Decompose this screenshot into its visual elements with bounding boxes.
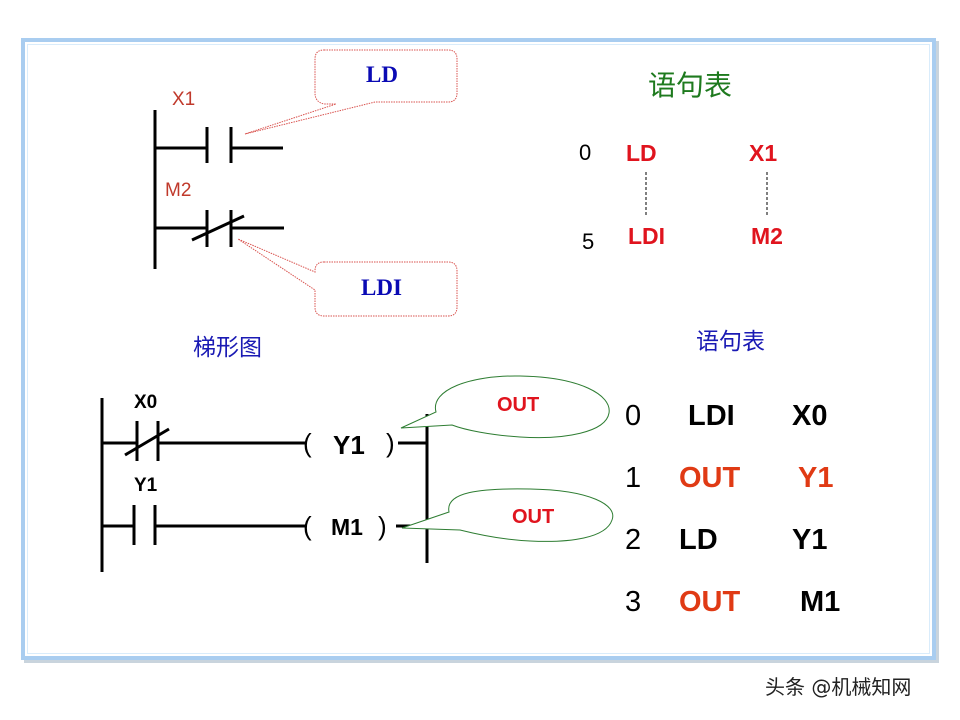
callout-ld-text: LD: [366, 62, 398, 87]
top-stl-instruction: LDI: [628, 223, 666, 249]
x0-contact-slash: [124, 427, 170, 457]
callout-ld: [244, 49, 458, 135]
top-stl-title: 语句表: [648, 69, 733, 102]
y1-coil-close-paren: ): [386, 428, 395, 458]
bottom-ladder: [100, 398, 429, 572]
ladder-diagram-title: 梯形图: [193, 335, 262, 361]
out-bubble-2: [401, 488, 614, 542]
m1-coil-close-paren: ): [378, 511, 387, 541]
top-stl-step: 5: [582, 229, 595, 254]
out-bubble-1-text: OUT: [497, 394, 540, 416]
callout-ldi-text: LDI: [361, 275, 402, 300]
watermark: 头条 @机械知网: [765, 675, 912, 699]
bottom-stl-title: 语句表: [696, 329, 765, 355]
bottom-stl-operand: M1: [800, 586, 841, 618]
top-stl-operand: X1: [749, 140, 778, 166]
m1-coil-label: M1: [331, 514, 363, 540]
x1-contact-label: X1: [172, 89, 196, 110]
out-bubble-1: [400, 375, 610, 439]
out-bubble-2-text: OUT: [512, 506, 555, 528]
y1-contact-label: Y1: [134, 475, 158, 496]
bottom-stl-operand: Y1: [798, 462, 834, 494]
bottom-stl-step: 1: [625, 462, 642, 494]
y1-coil-open-paren: (: [303, 428, 312, 458]
callout-ldi-box: [237, 238, 458, 317]
m1-coil-open-paren: (: [303, 511, 312, 541]
top-stl-operand: M2: [751, 223, 783, 249]
bottom-stl-operand: X0: [792, 400, 828, 432]
slide-frame-inner: [27, 44, 930, 654]
m2-contact-label: M2: [165, 180, 192, 201]
bottom-stl-step: 2: [625, 524, 642, 556]
top-ladder: [153, 110, 284, 269]
callout-ld-box: [244, 49, 458, 135]
bottom-stl-operand: Y1: [792, 524, 828, 556]
slide-frame: [21, 38, 936, 660]
y1-coil-label: Y1: [333, 430, 365, 460]
bottom-stl-step: 0: [625, 400, 642, 432]
callout-ldi: [237, 238, 458, 317]
x0-contact-label: X0: [134, 392, 158, 413]
bottom-stl-instruction: LD: [679, 524, 718, 556]
top-stl-step: 0: [579, 140, 592, 165]
m2-contact-slash: [191, 214, 245, 242]
bottom-stl-instruction: OUT: [679, 462, 741, 494]
bottom-stl-instruction: OUT: [679, 586, 741, 618]
bottom-stl-instruction: LDI: [688, 400, 735, 432]
bottom-stl-step: 3: [625, 586, 642, 618]
top-stl-instruction: LD: [626, 140, 657, 166]
